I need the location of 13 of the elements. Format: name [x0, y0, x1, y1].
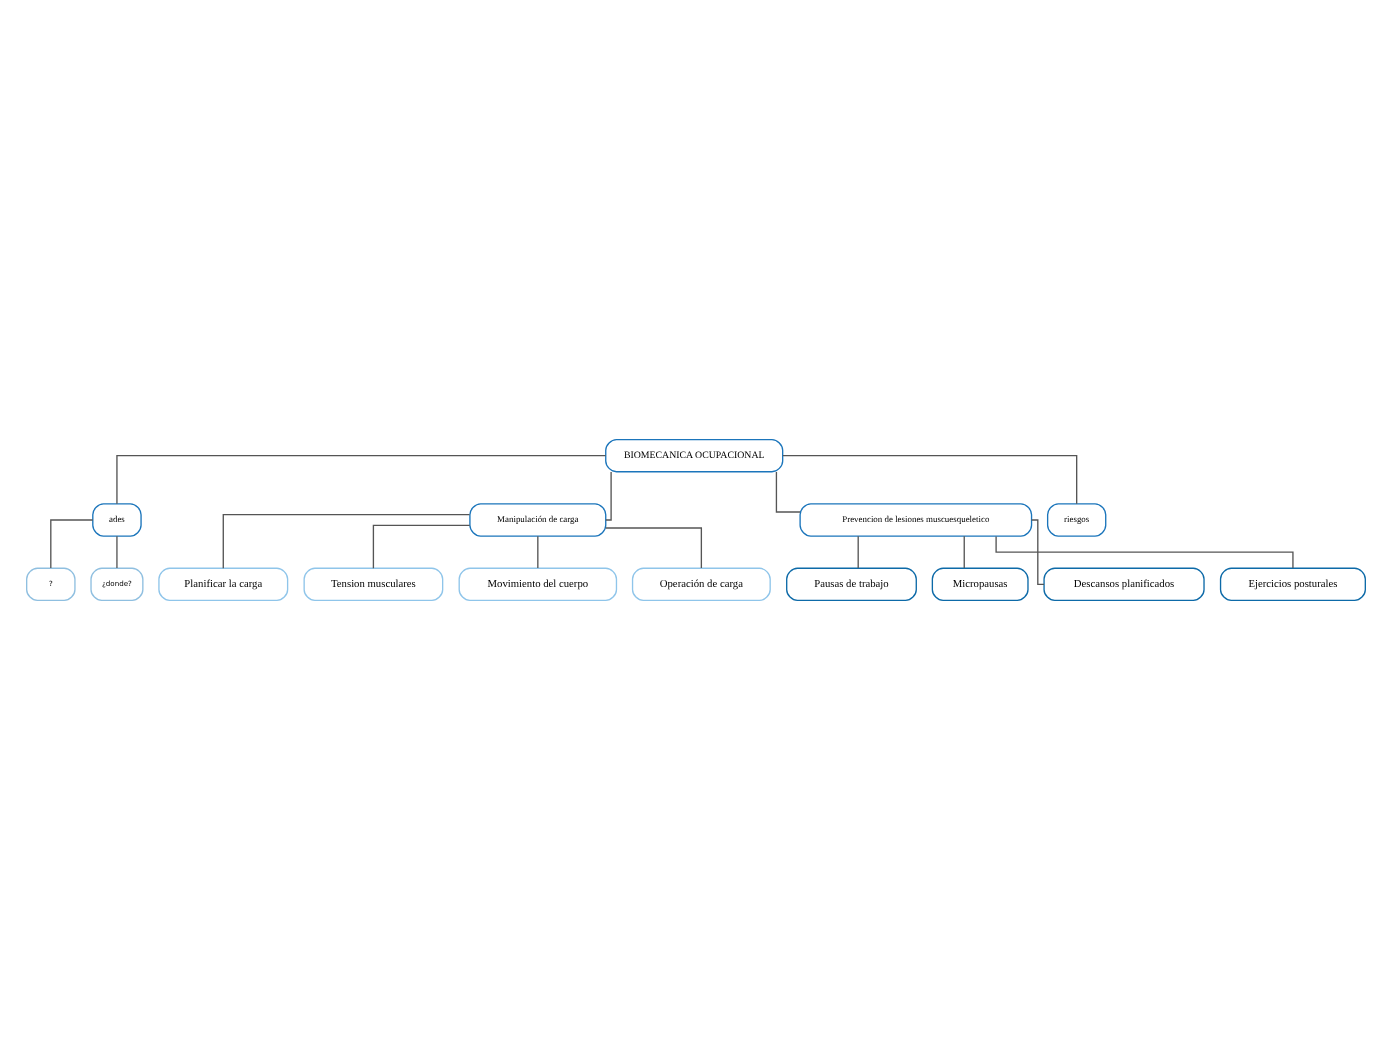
- connector: [857, 535, 859, 569]
- connector: [782, 455, 1078, 505]
- connector: [372, 524, 471, 569]
- connector: [116, 535, 118, 569]
- connector: [222, 513, 471, 569]
- connector: [1030, 519, 1045, 585]
- connector: [116, 455, 607, 505]
- connector: [963, 535, 965, 569]
- connector: [50, 519, 94, 569]
- connector: [605, 471, 612, 521]
- connector: [537, 535, 539, 569]
- connector: [605, 527, 703, 569]
- connector: [995, 535, 1294, 569]
